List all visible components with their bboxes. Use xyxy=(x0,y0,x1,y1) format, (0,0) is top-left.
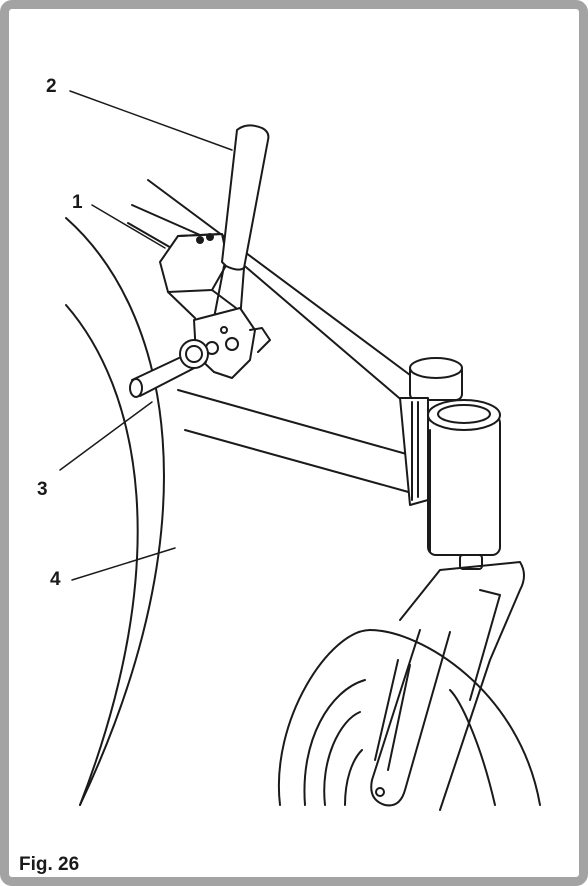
caster-housing xyxy=(399,357,501,570)
callout-4: 4 xyxy=(50,569,61,590)
castor-fork xyxy=(370,561,525,811)
callout-2: 2 xyxy=(46,76,57,97)
callout-3: 3 xyxy=(37,479,48,500)
castor-wheel xyxy=(277,629,541,806)
leader-lines xyxy=(59,90,233,581)
rear-wheel-tyre xyxy=(65,217,165,806)
callout-1: 1 xyxy=(72,192,83,213)
brake-lever xyxy=(193,124,271,379)
brake-pin xyxy=(129,339,209,398)
frame-tubes xyxy=(127,179,413,494)
figure-caption: Fig. 26 xyxy=(19,854,80,875)
